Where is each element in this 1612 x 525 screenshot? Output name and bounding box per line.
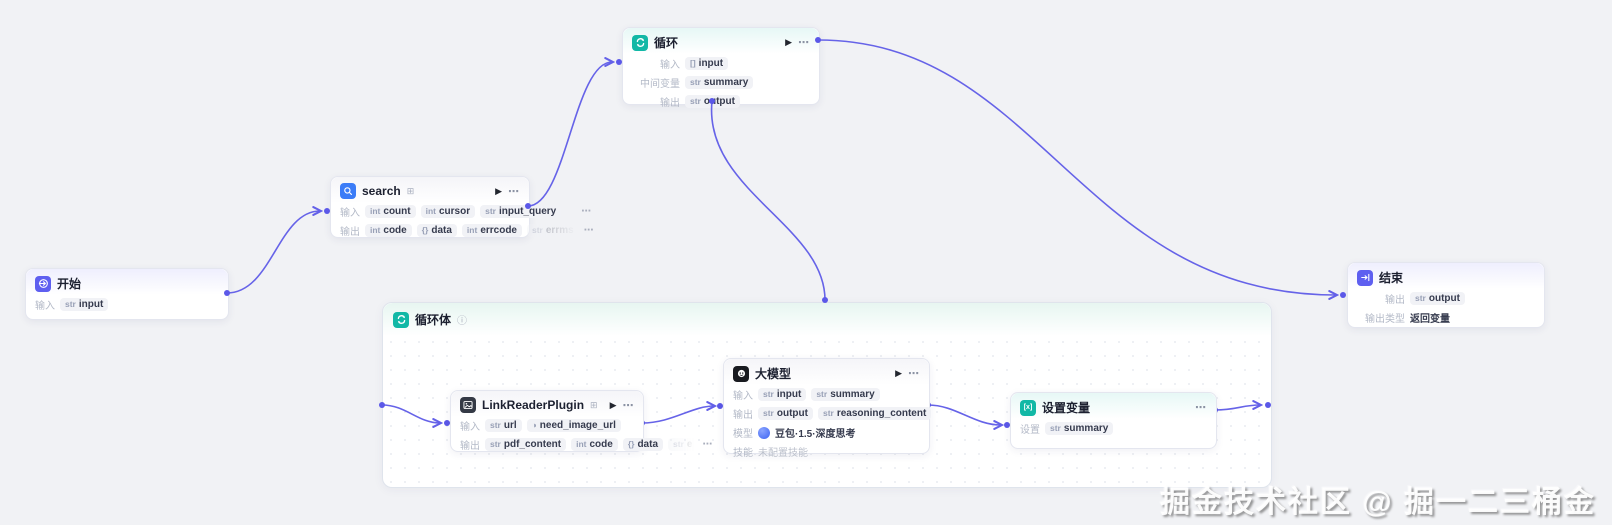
- run-button[interactable]: ▶: [895, 368, 902, 378]
- more-menu-button[interactable]: ⋯: [508, 185, 520, 198]
- node-title: LinkReaderPlugin: [482, 398, 585, 412]
- set-variable-icon: [x]: [1020, 399, 1036, 416]
- search-plugin-icon: [340, 183, 356, 199]
- row-label: 输入: [733, 391, 753, 402]
- edge-start-to-search[interactable]: [226, 211, 320, 294]
- llm-icon: [733, 365, 749, 382]
- node-title: 结束: [1379, 271, 1404, 285]
- row-label: 输入: [340, 208, 360, 219]
- run-button[interactable]: ▶: [609, 399, 617, 410]
- row-label: 输出类型: [1365, 314, 1405, 325]
- doubao-model-icon: [758, 426, 770, 439]
- plugin-badge-icon: ⊞: [406, 185, 415, 196]
- row-label: 输入: [35, 301, 55, 312]
- edge-loop-to-loopbody[interactable]: [710, 100, 826, 301]
- param-tag-overflow: [566, 204, 577, 219]
- skill-value: 未配置技能: [758, 448, 808, 459]
- linkreader-plugin-icon: [460, 397, 476, 413]
- param-tag: []input: [685, 57, 729, 70]
- node-title: 设置变量: [1042, 401, 1091, 415]
- watermark: 掘金技术社区 @ 掘一二三桶金: [1160, 486, 1596, 519]
- run-button[interactable]: ▶: [495, 185, 502, 196]
- row-label: 模型: [733, 429, 753, 440]
- loop-icon: [632, 34, 648, 51]
- port-end-in[interactable]: [1340, 292, 1346, 298]
- row-label: 输出: [733, 410, 753, 421]
- row-more-button[interactable]: ⋯: [583, 225, 594, 236]
- end-icon: [1357, 269, 1373, 286]
- model-name: 豆包·1.5·深度思考: [775, 429, 856, 440]
- node-title: 循环: [654, 36, 679, 50]
- row-more-button[interactable]: ⋯: [702, 439, 713, 450]
- edge-loop-to-end[interactable]: [817, 39, 1336, 295]
- param-tag: {}data: [416, 224, 457, 237]
- more-menu-button[interactable]: ⋯: [908, 368, 920, 380]
- node-title: search: [362, 184, 401, 198]
- row-label: 输出: [460, 441, 480, 452]
- loop-icon: [393, 311, 409, 328]
- node-title: 大模型: [755, 367, 792, 381]
- row-label: 输出: [340, 227, 360, 238]
- row-label: 中间变量: [640, 79, 680, 90]
- edge-search-to-loop[interactable]: [527, 62, 612, 207]
- row-label: 技能: [733, 448, 753, 459]
- run-button[interactable]: ▶: [785, 37, 792, 47]
- more-menu-button[interactable]: ⋯: [798, 37, 810, 49]
- row-label: 输出: [660, 98, 680, 109]
- row-label: 输入: [660, 60, 680, 71]
- param-tag: ◑need_image_url: [526, 419, 621, 432]
- more-menu-button[interactable]: ⋯: [622, 399, 635, 412]
- more-menu-button[interactable]: ⋯: [1195, 402, 1207, 414]
- row-label: 设置: [1020, 425, 1040, 436]
- plugin-badge-icon: ⊞: [590, 399, 598, 410]
- node-title: 开始: [57, 277, 82, 291]
- info-icon[interactable]: ⓘ: [457, 316, 468, 327]
- param-tag: {}data: [622, 438, 664, 451]
- output-type-value: 返回变量: [1410, 314, 1450, 325]
- row-label: 输出: [1385, 295, 1405, 306]
- row-label: 输入: [460, 422, 480, 433]
- loop-body-title: 循环体: [415, 313, 452, 327]
- start-icon: [35, 275, 51, 292]
- row-more-button[interactable]: ⋯: [581, 206, 592, 217]
